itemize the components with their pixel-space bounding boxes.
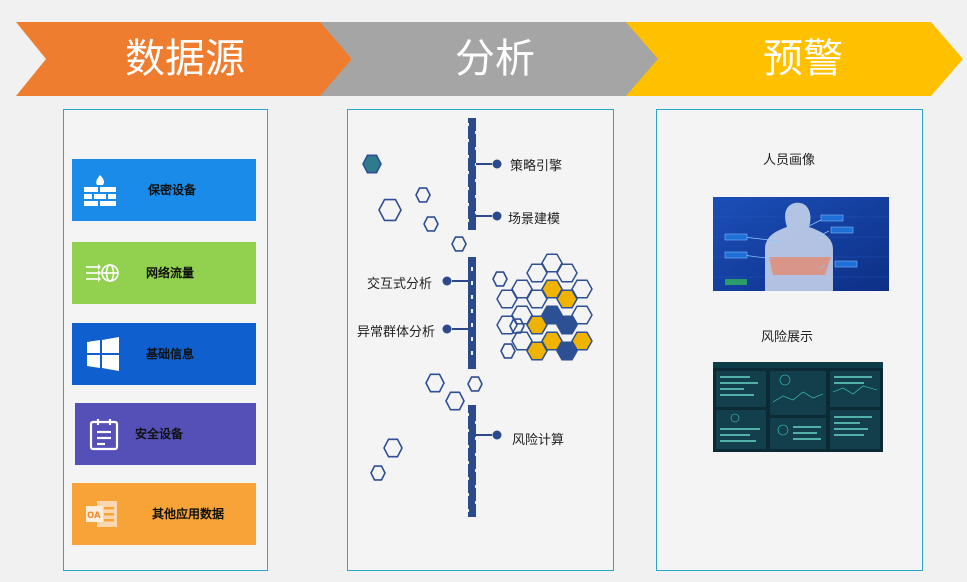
- analysis-graphic: [362, 118, 593, 517]
- source-item-security-device[interactable]: 安全设备: [75, 403, 256, 465]
- source-chevron: [16, 22, 352, 96]
- source-item-network-traffic[interactable]: 网络流量: [72, 242, 256, 304]
- source-item-label: 安全设备: [135, 427, 184, 441]
- analysis-item-scenario-modeling: 场景建模: [508, 212, 561, 227]
- stage-title-source: 数据源: [125, 36, 245, 82]
- warning-panel: [656, 109, 923, 571]
- risk-dashboard-image: [713, 362, 883, 452]
- windows-logo-icon: [87, 337, 119, 371]
- analysis-item-strategy-engine: 策略引擎: [510, 159, 563, 174]
- source-item-other-app-data[interactable]: OA 其他应用数据: [72, 483, 256, 545]
- honeycomb: [496, 253, 593, 361]
- clipboard-icon: [89, 419, 119, 451]
- warning-item-person-profile: 人员画像: [762, 153, 815, 168]
- svg-text:OA: OA: [87, 511, 101, 521]
- stage-title-warning: 预警: [763, 36, 843, 82]
- source-item-label: 其他应用数据: [152, 507, 225, 521]
- analysis-item-risk-calculation: 风险计算: [512, 433, 565, 448]
- network-globe-icon: [86, 264, 119, 282]
- stage-chevrons: [16, 22, 963, 96]
- analysis-spine: [468, 118, 476, 517]
- source-item-secret-device[interactable]: 保密设备: [72, 159, 256, 221]
- warning-chevron: [626, 22, 963, 96]
- analysis-panel: [347, 109, 614, 571]
- warning-item-risk-display: 风险展示: [760, 330, 813, 345]
- source-item-label: 保密设备: [148, 183, 197, 197]
- source-item-label: 基础信息: [146, 347, 195, 361]
- analysis-item-abnormal-group-analysis: 异常群体分析: [357, 325, 436, 340]
- analysis-item-interactive-analysis: 交互式分析: [367, 277, 433, 292]
- source-item-basic-info[interactable]: 基础信息: [72, 323, 256, 385]
- firewall-icon: [84, 175, 116, 206]
- analysis-chevron: [320, 22, 660, 96]
- person-profile-image: [713, 197, 889, 291]
- stage-title-analysis: 分析: [455, 36, 535, 82]
- source-item-label: 网络流量: [146, 266, 195, 280]
- oa-document-icon: OA: [86, 501, 117, 527]
